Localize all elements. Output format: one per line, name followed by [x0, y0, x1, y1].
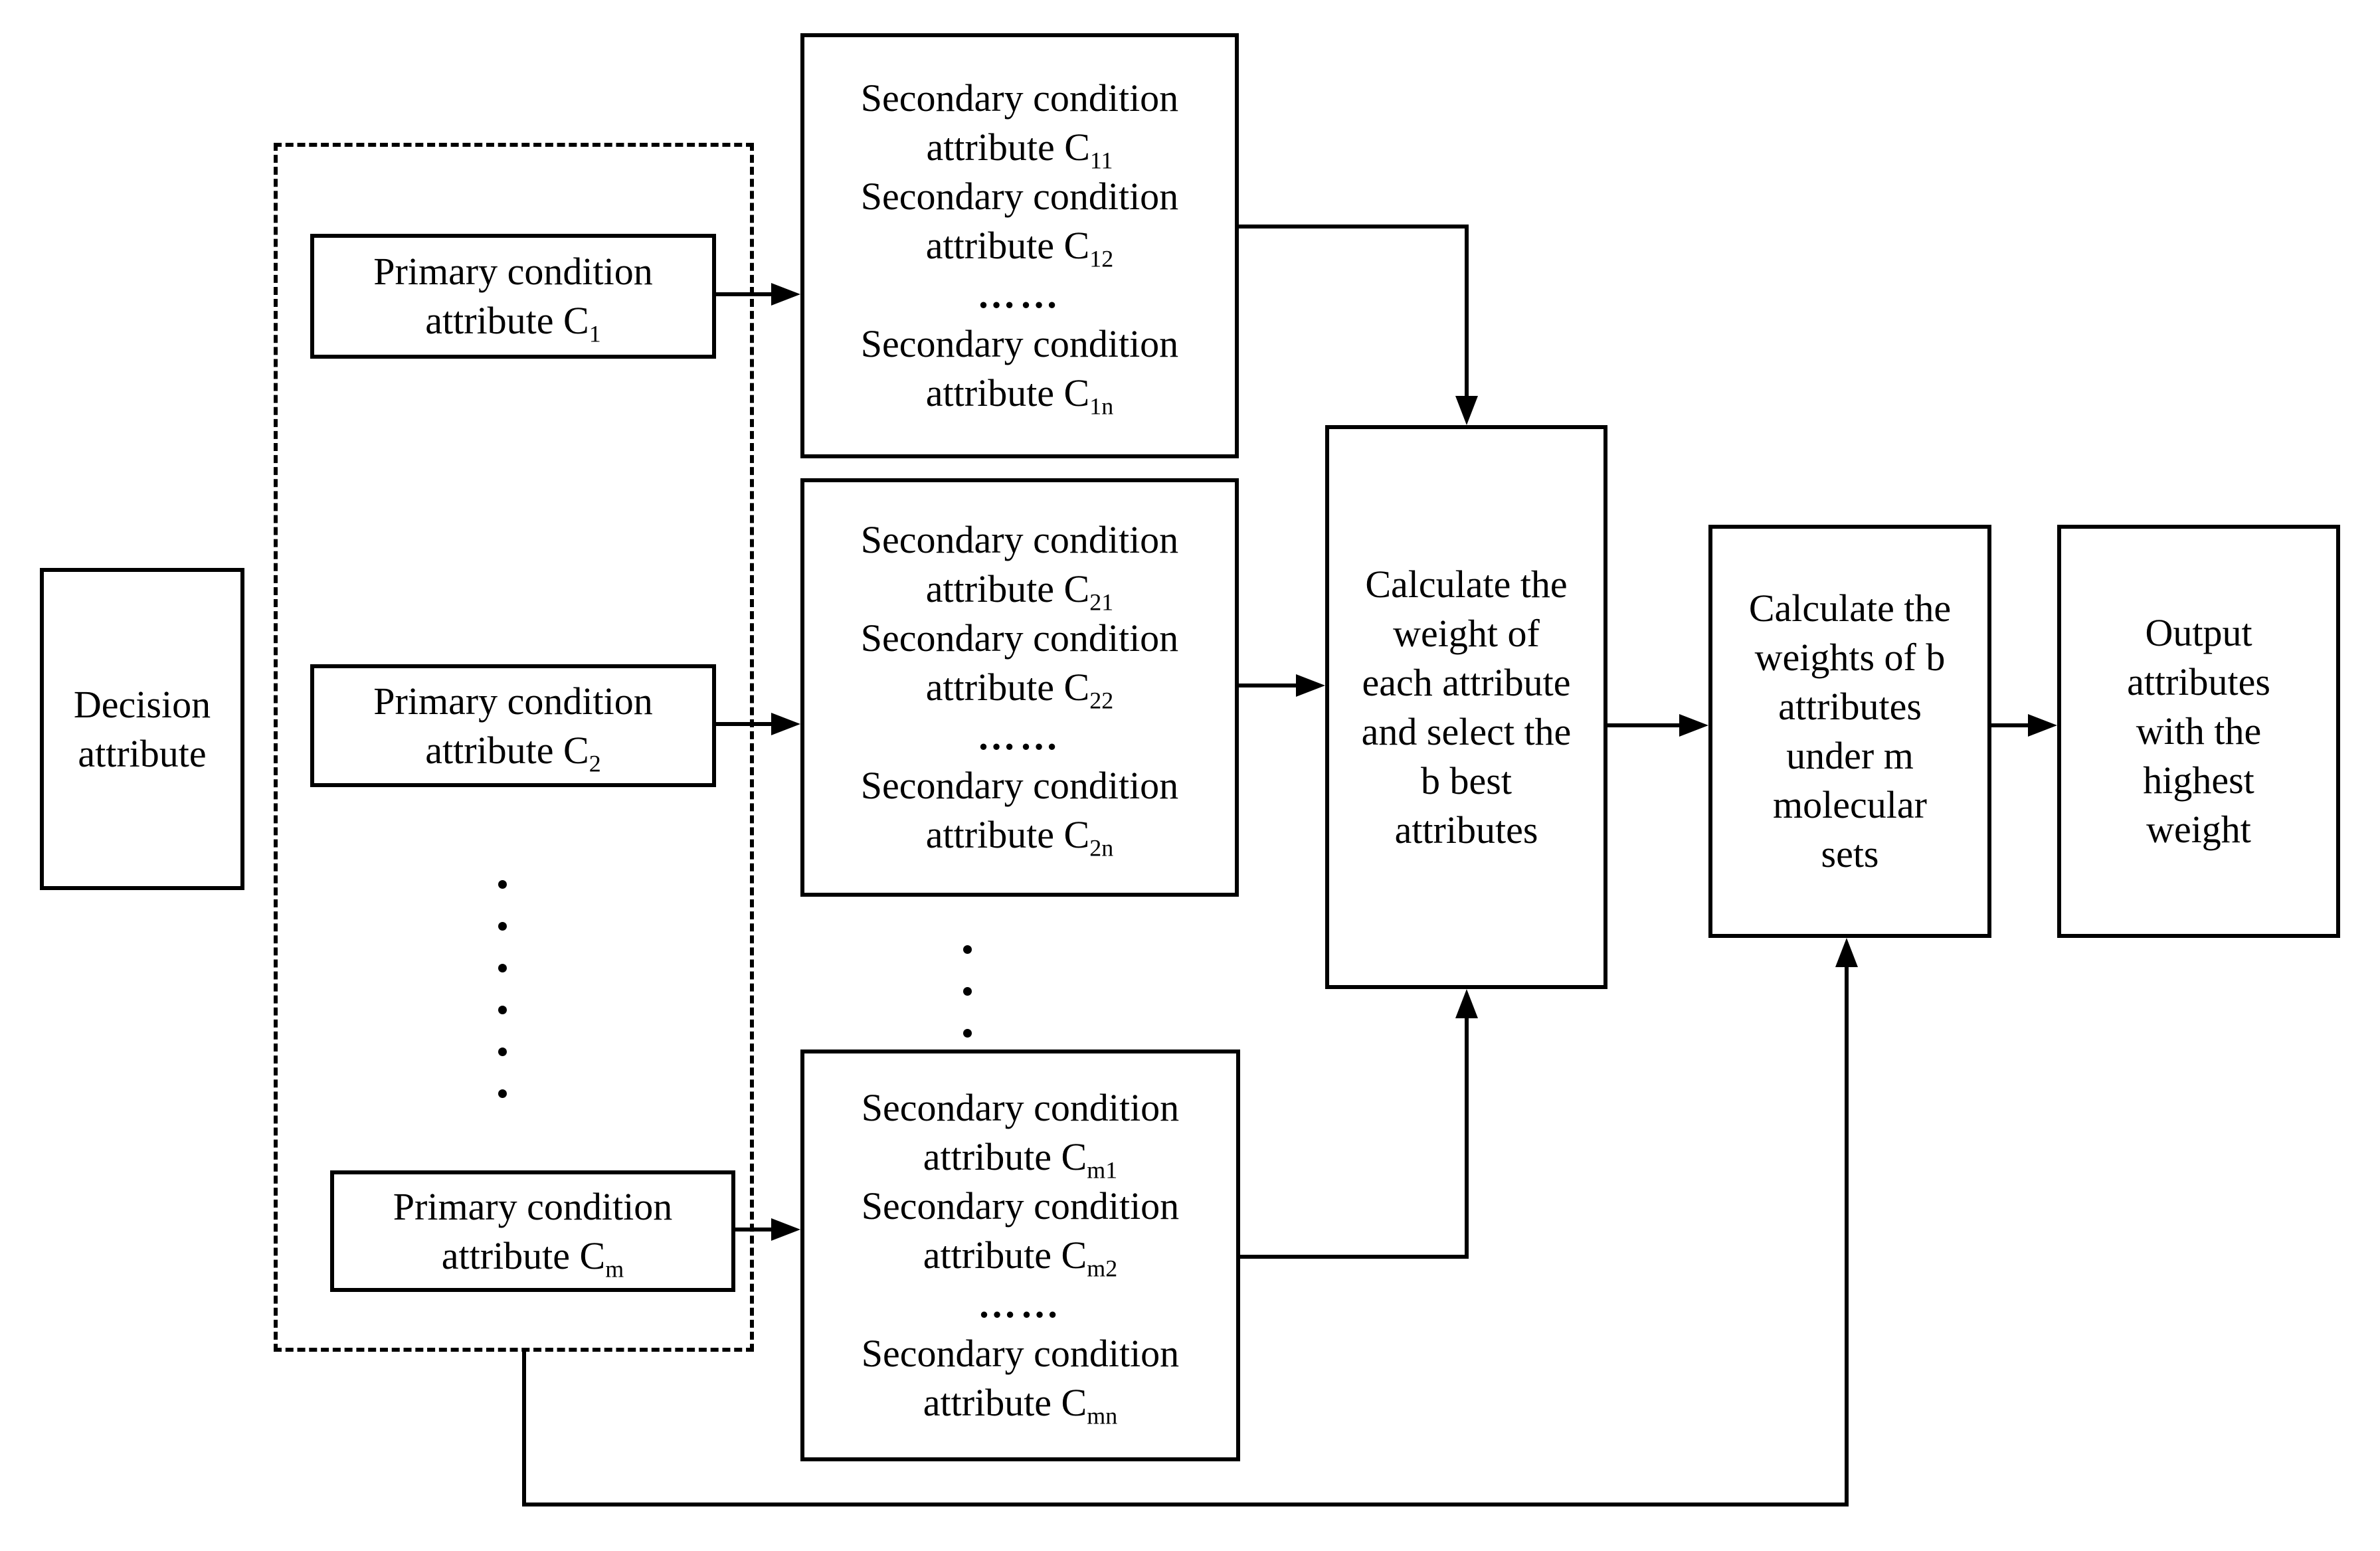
secondary3-row5: Secondary condition	[861, 1332, 1180, 1375]
secondary1-ellipsis: ……	[977, 273, 1062, 316]
primary-cm-subscript: m	[605, 1255, 624, 1283]
secondary2-sub2n: 2n	[1089, 834, 1114, 862]
arrowhead-right-icon	[771, 713, 800, 735]
calc-weight-line1: Calculate the	[1365, 562, 1568, 606]
secondary3-subm1: m1	[1087, 1156, 1118, 1184]
calc-weights-b-line3: attributes	[1778, 685, 1922, 728]
secondary1-sub1n: 1n	[1089, 393, 1114, 420]
secondary1-row4: attribute C12	[925, 224, 1114, 272]
calc-weights-b-line5: molecular	[1773, 783, 1927, 826]
calc-weight-line4: and select the	[1361, 709, 1572, 753]
secondary1-sub12: 12	[1089, 245, 1114, 272]
output-line3: with the	[2136, 709, 2262, 753]
secondary3-subm2: m2	[1087, 1255, 1118, 1282]
secondary3-ellipsis: ……	[978, 1283, 1063, 1326]
arrowhead-up-icon	[1835, 938, 1858, 967]
secondary2-row5: Secondary condition	[860, 764, 1179, 807]
secondary1-row5: Secondary condition	[860, 322, 1179, 365]
calc-weights-b-line6: sets	[1821, 832, 1879, 875]
secondary3-row3: Secondary condition	[861, 1184, 1180, 1228]
arrowhead-down-icon	[1455, 396, 1478, 425]
secondary2-ellipsis: ……	[977, 715, 1062, 758]
secondary3-row2: attribute Cm1	[923, 1135, 1118, 1184]
decision-attribute-node: Decision attribute	[40, 568, 244, 890]
secondary1-row1: Secondary condition	[860, 76, 1179, 120]
arrowhead-right-icon	[1679, 714, 1708, 737]
primary-condition-c1-node: Primary condition attribute C1	[310, 234, 716, 359]
secondary3-row4: attribute Cm2	[923, 1233, 1118, 1282]
secondary-condition-c1-node: Secondary condition attribute C11 Second…	[800, 33, 1239, 458]
output-line4: highest	[2143, 759, 2254, 802]
output-line1: Output	[2145, 611, 2252, 654]
vertical-ellipsis-icon	[498, 864, 507, 1115]
secondary2-row2: attribute C21	[925, 567, 1114, 616]
calc-weights-b-molecular-node: Calculate the weights of b attributes un…	[1708, 525, 1991, 938]
secondary1-row6: attribute C1n	[925, 371, 1114, 420]
calc-weight-select-node: Calculate the weight of each attribute a…	[1325, 425, 1607, 989]
primary-c2-line1: Primary condition	[373, 679, 653, 723]
primary-condition-cm-node: Primary condition attribute Cm	[330, 1170, 735, 1292]
primary-c1-line2: attribute C1	[425, 299, 601, 347]
secondary3-row6: attribute Cmn	[923, 1381, 1118, 1429]
calc-weight-line6: attributes	[1394, 808, 1538, 852]
calc-weights-b-line2: weights of b	[1754, 636, 1946, 679]
secondary-condition-cm-node: Secondary condition attribute Cm1 Second…	[800, 1049, 1240, 1461]
secondary1-sub11: 11	[1089, 147, 1113, 174]
vertical-ellipsis-icon	[963, 929, 972, 1054]
primary-cm-line1: Primary condition	[393, 1184, 673, 1228]
primary-c2-subscript: 2	[589, 750, 601, 777]
secondary-condition-c2-node: Secondary condition attribute C21 Second…	[800, 478, 1239, 897]
output-attributes-node: Output attributes with the highest weigh…	[2057, 525, 2340, 938]
primary-c1-subscript: 1	[589, 320, 601, 347]
arrowhead-right-icon	[771, 1218, 800, 1241]
primary-condition-c2-node: Primary condition attribute C2	[310, 664, 716, 787]
output-line5: weight	[2146, 808, 2251, 851]
decision-attribute-label-line2: attribute	[78, 731, 207, 775]
arrowhead-right-icon	[2028, 714, 2057, 737]
primary-c2-line2: attribute C2	[425, 728, 601, 777]
calc-weights-b-line1: Calculate the	[1748, 587, 1952, 630]
secondary2-sub22: 22	[1089, 687, 1114, 714]
secondary1-row3: Secondary condition	[860, 175, 1179, 218]
arrowhead-right-icon	[1296, 674, 1325, 697]
secondary2-row4: attribute C22	[925, 666, 1114, 714]
decision-attribute-label-line1: Decision	[73, 682, 211, 726]
secondary3-row1: Secondary condition	[861, 1086, 1180, 1129]
primary-cm-line2: attribute Cm	[441, 1233, 624, 1283]
calc-weight-line3: each attribute	[1362, 660, 1571, 704]
secondary1-row2: attribute C11	[926, 126, 1113, 174]
primary-c1-line1: Primary condition	[373, 250, 653, 293]
secondary3-submn: mn	[1087, 1402, 1118, 1429]
primary-attributes-dashed-container	[274, 143, 754, 1352]
arrowhead-up-icon	[1455, 989, 1478, 1018]
calc-weight-line2: weight of	[1393, 611, 1540, 655]
secondary2-row6: attribute C2n	[925, 813, 1114, 862]
output-line2: attributes	[2127, 660, 2270, 703]
calc-weight-line5: b best	[1421, 759, 1512, 802]
secondary2-row1: Secondary condition	[860, 518, 1179, 561]
secondary2-row3: Secondary condition	[860, 616, 1179, 660]
arrowhead-right-icon	[771, 283, 800, 306]
secondary2-sub21: 21	[1089, 589, 1114, 616]
calc-weights-b-line4: under m	[1786, 734, 1914, 777]
